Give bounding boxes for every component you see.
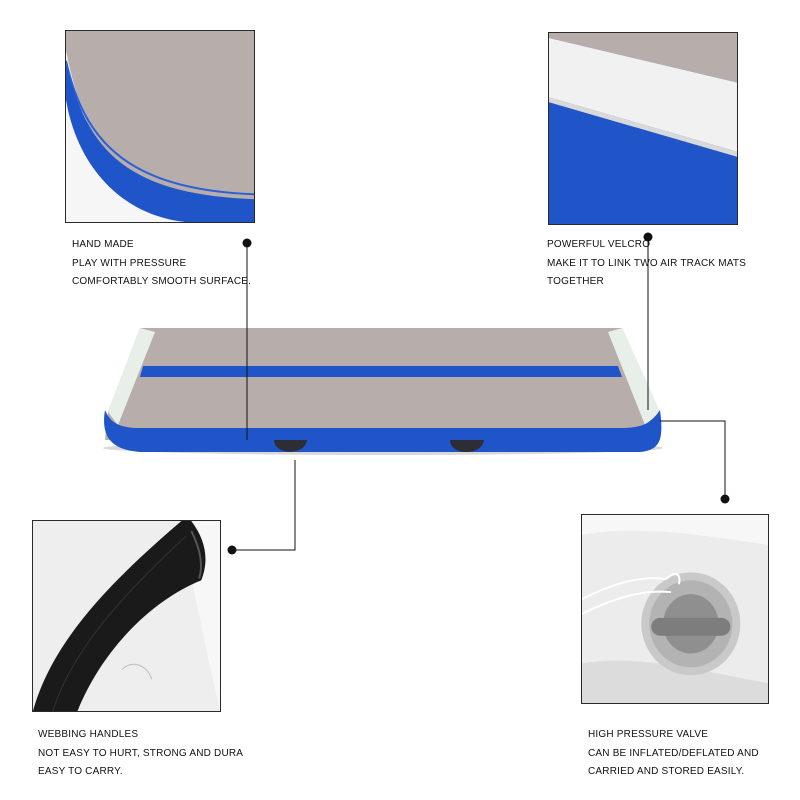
caption-bottom-left: WEBBING HANDLES NOT EASY TO HURT, STRONG…: [38, 726, 243, 782]
caption-line: MAKE IT TO LINK TWO AIR TRACK MATS: [547, 257, 747, 269]
detail-panel-webbing-handle: [32, 520, 221, 712]
curved-edge-image: [66, 31, 254, 222]
velcro-image: [549, 33, 737, 224]
detail-panel-velcro: [548, 32, 738, 225]
leader-dot-bottom-left: [227, 545, 237, 555]
leader-line-bottom-right: [660, 420, 726, 499]
caption-line: CARRIED AND STORED EASILY.: [588, 766, 745, 777]
mat-shadow: [103, 441, 663, 455]
caption-line: HIGH PRESSURE VALVE: [588, 729, 709, 740]
caption-top-right: POWERFUL VELCRO MAKE IT TO LINK TWO AIR …: [547, 236, 746, 292]
detail-panel-curved-edge: [65, 30, 255, 223]
caption-line: HAND MADE: [72, 239, 134, 250]
caption-line: EASY TO CARRY.: [38, 766, 123, 777]
leader-dot-bottom-right: [720, 494, 730, 504]
caption-line: COMFORTABLY SMOOTH SURFACE.: [72, 276, 252, 287]
mat-center-stripe: [140, 366, 622, 377]
mat-handle-right: [450, 440, 484, 452]
webbing-handle-image: [33, 521, 220, 711]
valve-image: [582, 515, 768, 703]
caption-line: NOT EASY TO HURT, STRONG AND DURAB: [38, 747, 243, 759]
mat-blue-edge: [104, 410, 662, 452]
mat-handle-left: [274, 440, 307, 452]
caption-top-left: HAND MADE PLAY WITH PRESSURE COMFORTABLY…: [72, 236, 251, 292]
caption-bottom-right: HIGH PRESSURE VALVE CAN BE INFLATED/DEFL…: [588, 726, 759, 782]
caption-line: TOGETHER: [547, 276, 604, 287]
leader-line-bottom-left: [232, 460, 296, 551]
caption-line: CAN BE INFLATED/DEFLATED AND: [588, 747, 759, 759]
caption-line: PLAY WITH PRESSURE: [72, 257, 187, 269]
detail-panel-valve: [581, 514, 769, 704]
caption-line: WEBBING HANDLES: [38, 729, 139, 740]
mat-side-velcro-left: [108, 328, 155, 425]
mat-side-velcro-right: [608, 328, 660, 425]
caption-line: POWERFUL VELCRO: [547, 239, 651, 250]
mat-top-surface: [105, 328, 660, 440]
